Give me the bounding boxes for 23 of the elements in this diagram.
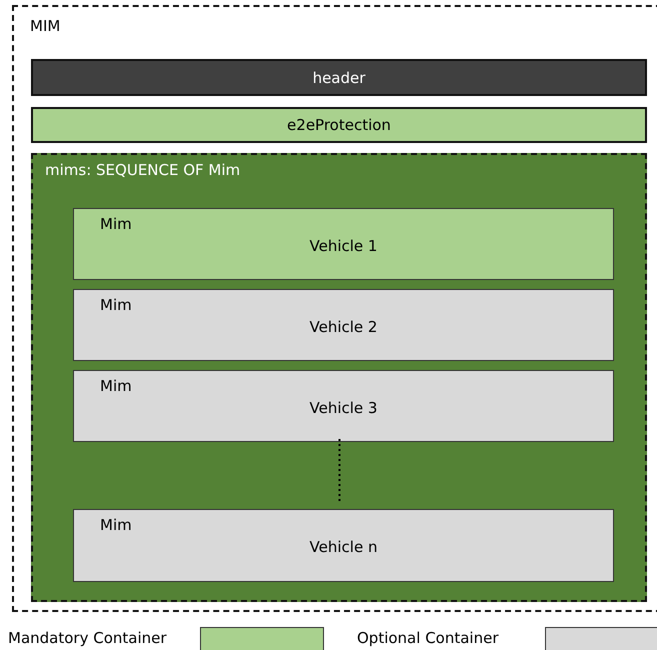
element-label: Vehicle 2: [308, 318, 378, 336]
type-label: Mim: [100, 377, 132, 395]
element-label: Vehicle n: [308, 538, 378, 556]
legend-label: Optional Container: [357, 629, 498, 647]
element-box: [73, 370, 614, 442]
legend-label: Mandatory Container: [8, 629, 167, 647]
container-title: mims: SEQUENCE OF Mim: [45, 161, 240, 179]
container-frame: [12, 5, 657, 612]
element-label: Vehicle 1: [308, 237, 378, 255]
field-label: header: [312, 68, 366, 86]
type-label: Mim: [100, 516, 132, 534]
field-bar: [31, 107, 647, 143]
element-box: [73, 289, 614, 361]
sequence-container: [31, 153, 647, 602]
type-label: Mim: [100, 296, 132, 314]
element-box: [73, 509, 614, 582]
field-label: e2eProtection: [286, 116, 392, 134]
type-label: Mim: [100, 215, 132, 233]
element-label: Vehicle 3: [308, 399, 378, 417]
element-box: [73, 208, 614, 280]
dotted-connector: [338, 439, 340, 504]
container-title: MIM: [30, 17, 60, 35]
field-bar: [31, 59, 647, 96]
